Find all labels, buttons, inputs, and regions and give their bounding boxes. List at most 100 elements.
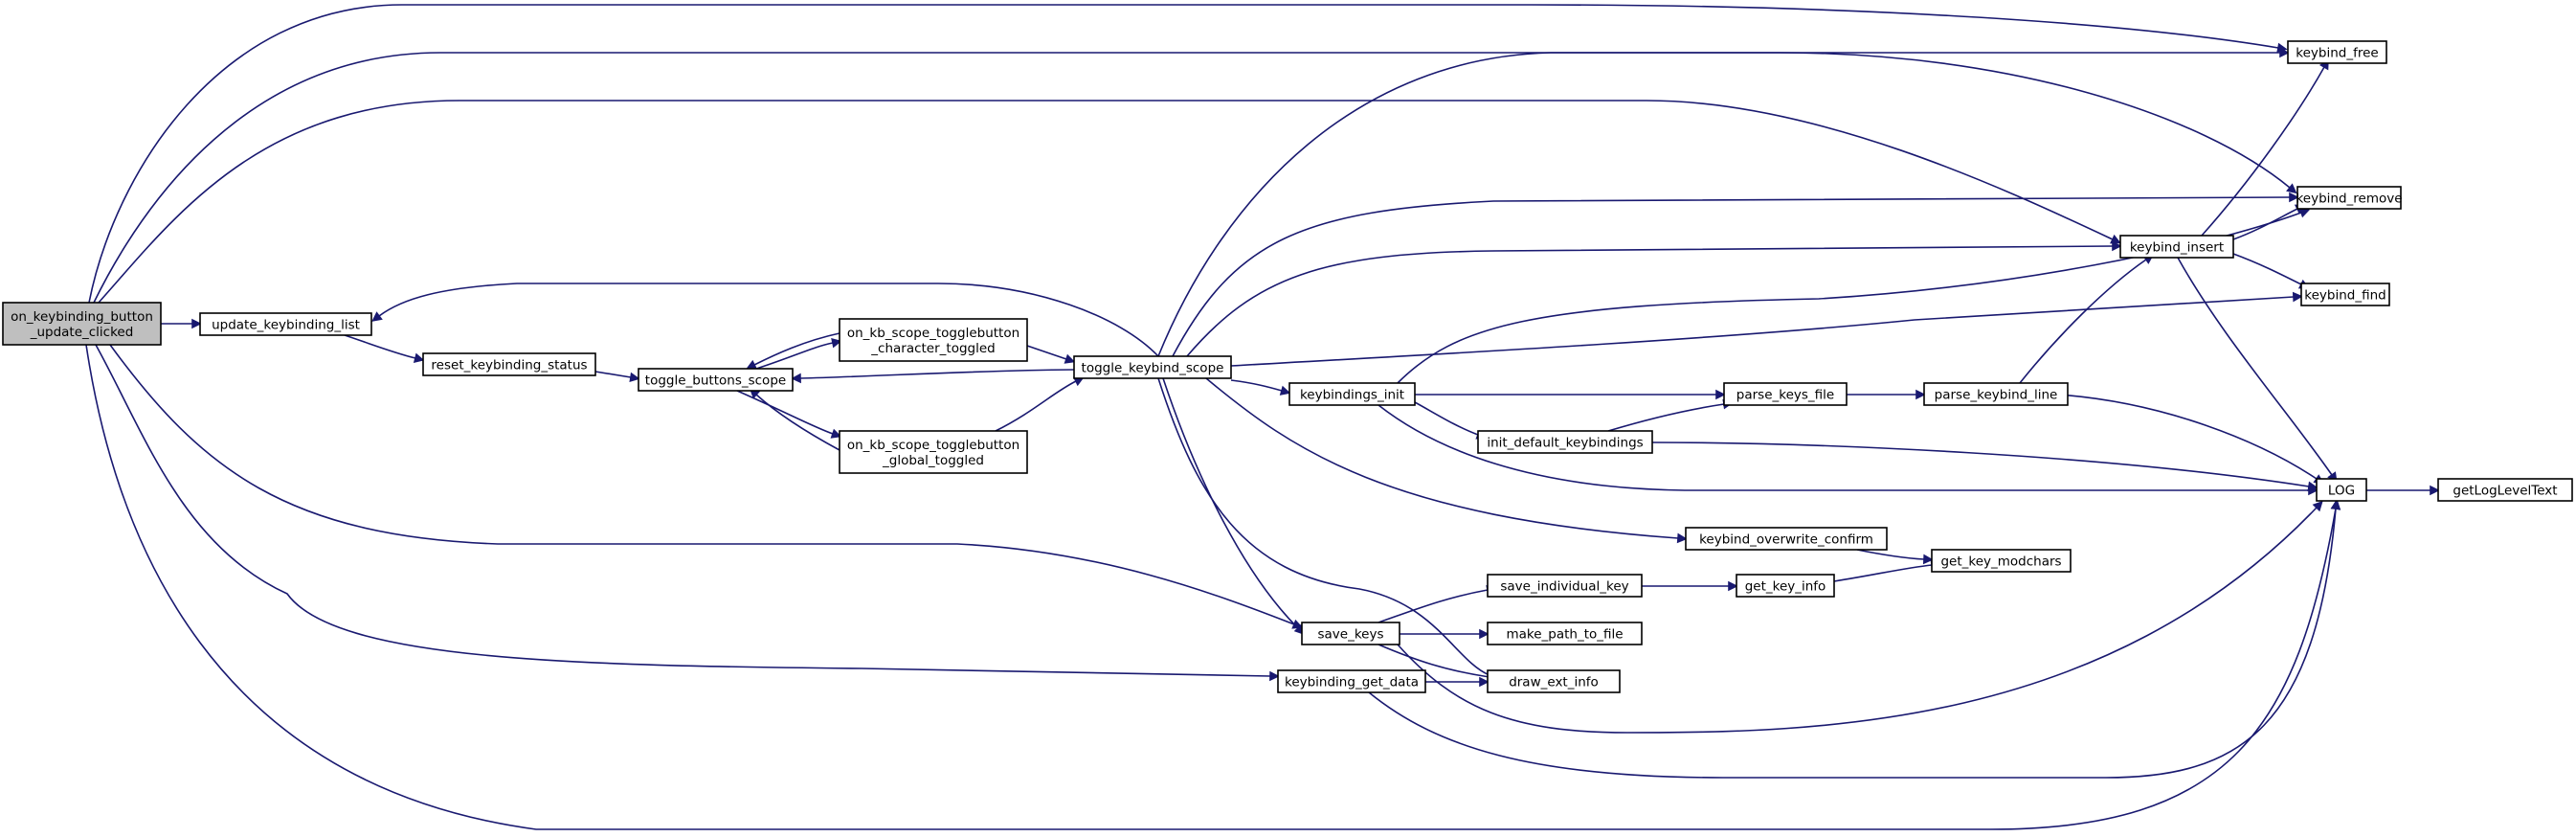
call-edges	[85, 4, 2440, 830]
edge-line	[1378, 404, 2309, 491]
node-label: keybinding_get_data	[1285, 675, 1419, 690]
edge-line	[2019, 259, 2147, 384]
edge-on_kb_scope_togglebutton_character_toggled-to-toggle_buttons_scope	[746, 332, 840, 370]
node-on_kb_scope_togglebutton_global_toggled[interactable]: on_kb_scope_togglebutton_global_toggled	[839, 430, 1028, 474]
node-keybind_remove[interactable]: keybind_remove	[2296, 186, 2403, 210]
edge-line	[1172, 196, 2291, 357]
arrow-head-icon	[746, 359, 758, 370]
arrow-head-icon	[191, 318, 202, 329]
edge-line	[1368, 508, 2337, 779]
node-keybindings_init[interactable]: keybindings_init	[1288, 382, 1416, 406]
node-label: on_kb_scope_togglebutton	[847, 326, 1019, 341]
node-keybinding_get_data[interactable]: keybinding_get_data	[1277, 669, 1426, 693]
node-label: toggle_buttons_scope	[645, 373, 786, 389]
node-keybind_free[interactable]: keybind_free	[2287, 40, 2387, 64]
node-LOG[interactable]: LOG	[2316, 478, 2367, 502]
node-keybind_find[interactable]: keybind_find	[2300, 283, 2390, 306]
edge-on_keybinding_button_update_clicked-to-keybinding_get_data	[95, 344, 1280, 682]
edge-line	[1157, 377, 1490, 676]
edge-save_individual_key-to-get_key_info	[1642, 580, 1738, 592]
arrow-head-icon	[2279, 47, 2290, 58]
edge-line	[1378, 644, 1490, 678]
edge-get_key_info-to-get_key_modchars	[1833, 559, 1941, 582]
edge-line	[93, 52, 2291, 304]
arrow-head-icon	[2112, 240, 2122, 252]
node-on_kb_scope_togglebutton_character_toggled[interactable]: on_kb_scope_togglebutton_character_toggl…	[839, 318, 1028, 362]
edge-keybindings_init-to-init_default_keybindings	[1414, 401, 1488, 440]
node-toggle_keybind_scope[interactable]: toggle_keybind_scope	[1073, 355, 1232, 379]
arrow-head-icon	[1479, 676, 1490, 688]
edge-on_kb_scope_togglebutton_global_toggled-to-toggle_keybind_scope	[995, 376, 1085, 432]
function-nodes: on_keybinding_button_update_clicked updat…	[2, 40, 2573, 693]
edge-keybindings_init-to-parse_keys_file	[1415, 389, 1726, 400]
node-keybind_insert[interactable]: keybind_insert	[2119, 235, 2234, 259]
edge-on_keybinding_button_update_clicked-to-keybind_insert	[98, 100, 2121, 304]
node-box	[1487, 669, 1621, 693]
node-getLogLevelText[interactable]: getLogLevelText	[2437, 478, 2573, 502]
node-get_key_info[interactable]: get_key_info	[1736, 574, 1835, 598]
edge-line	[1157, 52, 2280, 357]
edge-toggle_buttons_scope-to-on_kb_scope_togglebutton_character_toggled	[755, 337, 842, 370]
arrow-head-icon	[831, 337, 842, 349]
node-save_keys[interactable]: save_keys	[1301, 622, 1400, 645]
edge-keybinding_get_data-to-LOG	[1368, 499, 2341, 779]
node-make_path_to_file[interactable]: make_path_to_file	[1487, 622, 1643, 645]
node-label: on_kb_scope_togglebutton	[847, 438, 1019, 453]
node-update_keybinding_list[interactable]: update_keybinding_list	[199, 312, 372, 336]
edge-toggle_keybind_scope-to-keybind_insert	[1186, 240, 2122, 357]
arrow-head-icon	[629, 372, 640, 383]
node-box	[1923, 382, 2069, 406]
node-on_keybinding_button_update_clicked[interactable]: on_keybinding_button_update_clicked	[2, 302, 162, 346]
node-init_default_keybindings[interactable]: init_default_keybindings	[1477, 430, 1653, 454]
node-label: _character_toggled	[870, 341, 995, 356]
edge-line	[85, 344, 2337, 830]
arrow-head-icon	[1922, 554, 1934, 565]
arrow-head-icon	[371, 311, 383, 322]
arrow-head-icon	[1715, 389, 1726, 400]
node-parse_keys_file[interactable]: parse_keys_file	[1723, 382, 1848, 406]
edge-toggle_keybind_scope-to-keybind_remove	[1172, 192, 2299, 357]
node-box	[1288, 382, 1416, 406]
edge-parse_keybind_line-to-LOG	[2057, 394, 2325, 485]
node-keybind_overwrite_confirm[interactable]: keybind_overwrite_confirm	[1685, 527, 1888, 551]
node-label: reset_keybinding_status	[431, 358, 587, 373]
node-box	[2119, 235, 2234, 259]
edge-toggle_keybind_scope-to-toggle_buttons_scope	[791, 369, 1075, 384]
node-box	[638, 368, 794, 392]
node-label: keybind_remove	[2296, 192, 2402, 207]
edge-on_keybinding_button_update_clicked-to-keybind_remove	[93, 52, 2297, 304]
edge-line	[98, 100, 2114, 304]
node-draw_ext_info[interactable]: draw_ext_info	[1487, 669, 1621, 693]
node-label: on_keybinding_button	[11, 309, 153, 325]
node-box	[2300, 283, 2390, 306]
node-save_individual_key[interactable]: save_individual_key	[1487, 574, 1643, 598]
edge-line	[2201, 66, 2325, 237]
node-label: draw_ext_info	[1509, 675, 1599, 690]
node-box	[1736, 574, 1835, 598]
node-box	[2437, 478, 2573, 502]
node-parse_keybind_line[interactable]: parse_keybind_line	[1923, 382, 2069, 406]
arrow-head-icon	[2286, 183, 2297, 194]
node-box	[199, 312, 372, 336]
edge-LOG-to-getLogLevelText	[2366, 485, 2440, 496]
edge-line	[1833, 564, 1933, 582]
node-get_key_modchars[interactable]: get_key_modchars	[1931, 549, 2072, 573]
edge-toggle_keybind_scope-to-keybind_find	[1230, 291, 2303, 367]
node-box	[1301, 622, 1400, 645]
node-reset_keybinding_status[interactable]: reset_keybinding_status	[422, 352, 596, 376]
node-box	[2316, 478, 2367, 502]
node-box	[422, 352, 596, 376]
edge-line	[1186, 245, 2114, 357]
edge-on_kb_scope_togglebutton_character_toggled-to-toggle_keybind_scope	[1026, 345, 1076, 364]
edge-line	[109, 344, 1295, 625]
edge-line	[594, 371, 632, 378]
node-box	[1685, 527, 1888, 551]
edge-line	[755, 394, 840, 451]
arrow-head-icon	[2312, 500, 2323, 512]
node-toggle_buttons_scope[interactable]: toggle_buttons_scope	[638, 368, 794, 392]
edge-line	[1162, 377, 1299, 629]
edge-line	[1856, 549, 1925, 560]
edge-on_keybinding_button_update_clicked-to-update_keybinding_list	[161, 318, 202, 329]
arrow-head-icon	[2307, 481, 2318, 492]
edge-on_keybinding_button_update_clicked-to-LOG	[85, 344, 2341, 830]
